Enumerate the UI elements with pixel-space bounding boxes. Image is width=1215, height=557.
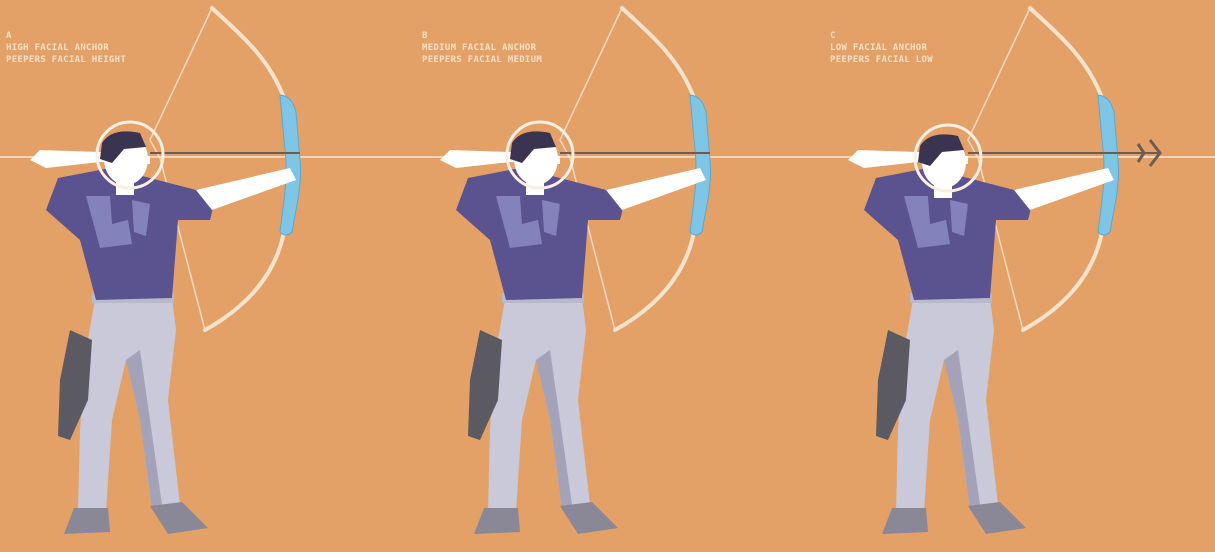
caption-a-letter: A <box>6 30 126 42</box>
caption-c: C LOW FACIAL ANCHOR PEEPERS FACIAL LOW <box>830 30 933 66</box>
caption-c-letter: C <box>830 30 933 42</box>
caption-c-line2: PEEPERS FACIAL LOW <box>830 54 933 66</box>
caption-a-line1: HIGH FACIAL ANCHOR <box>6 42 126 54</box>
caption-a: A HIGH FACIAL ANCHOR PEEPERS FACIAL HEIG… <box>6 30 126 66</box>
caption-b: B MEDIUM FACIAL ANCHOR PEEPERS FACIAL ME… <box>422 30 542 66</box>
caption-b-line2: PEEPERS FACIAL MEDIUM <box>422 54 542 66</box>
caption-c-line1: LOW FACIAL ANCHOR <box>830 42 933 54</box>
caption-a-line2: PEEPERS FACIAL HEIGHT <box>6 54 126 66</box>
caption-b-line1: MEDIUM FACIAL ANCHOR <box>422 42 542 54</box>
caption-b-letter: B <box>422 30 542 42</box>
